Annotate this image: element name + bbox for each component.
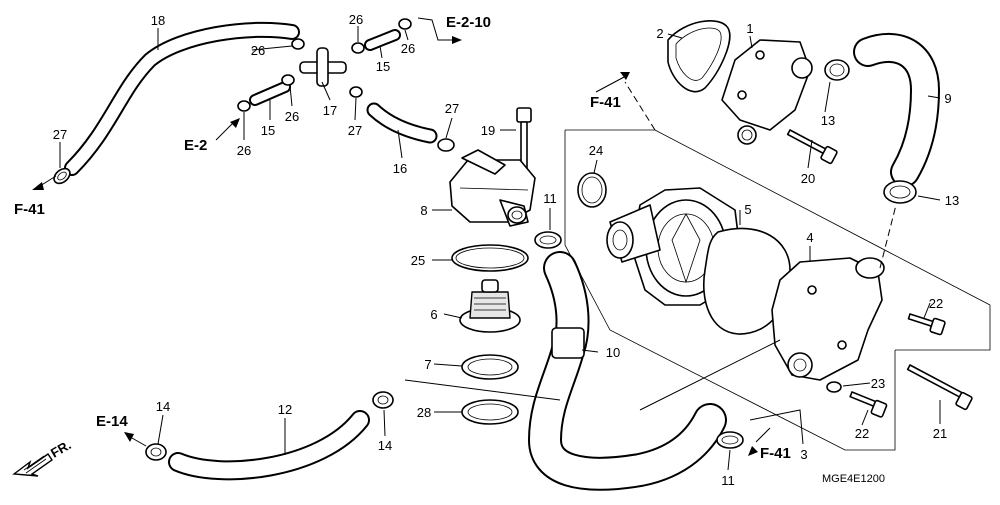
ref-f-41-top: F-41 [590, 94, 621, 111]
gasket-2 [667, 20, 731, 93]
tee-joint-17 [299, 47, 347, 87]
callout-7: 7 [424, 357, 431, 372]
callout-9: 9 [944, 91, 951, 106]
callout-3: 3 [800, 447, 807, 462]
o-ring-25 [451, 244, 529, 272]
callout-5: 5 [744, 202, 751, 217]
hose-clamp-27-left [53, 167, 71, 185]
callout-1: 1 [746, 21, 753, 36]
leader-lines [59, 26, 941, 471]
water-pump-body [606, 187, 741, 306]
callout-28: 28 [417, 405, 431, 420]
assembly-outline [564, 81, 991, 451]
hose-16 [366, 102, 438, 144]
callout-13-top: 13 [821, 113, 835, 128]
callout-12: 12 [278, 402, 292, 417]
hose-12 [168, 410, 370, 481]
callout-8: 8 [420, 203, 427, 218]
callout-20: 20 [801, 171, 815, 186]
callout-22-upper: 22 [929, 296, 943, 311]
callout-14-right: 14 [378, 438, 392, 453]
hose-15-right [364, 29, 401, 51]
ref-f-41-left: F-41 [14, 201, 45, 218]
o-ring-24 [577, 172, 607, 208]
hose-clamp-14-right [372, 391, 394, 409]
hose-9 [853, 32, 940, 187]
callout-16: 16 [393, 161, 407, 176]
callout-27-right: 27 [445, 101, 459, 116]
hose-clamps-26 [237, 18, 412, 112]
callout-15-left: 15 [261, 123, 275, 138]
callout-26-right: 26 [401, 41, 415, 56]
ref-e-14: E-14 [96, 413, 128, 430]
callout-27-mid: 27 [348, 123, 362, 138]
reference-labels: E-2-10 E-2 F-41 F-41 F-41 E-14 [14, 14, 791, 462]
bolt-22-lower [849, 391, 888, 418]
front-direction-label: FR. [48, 437, 74, 460]
hose-clamp-11-bottom [716, 431, 744, 449]
ref-f-41-bottom: F-41 [760, 445, 791, 462]
callout-25: 25 [411, 253, 425, 268]
bolt-19 [516, 107, 532, 173]
pump-cover-4 [771, 257, 885, 381]
callout-27-left: 27 [53, 127, 67, 142]
hose-15-left [249, 81, 291, 106]
bolt-22-upper [907, 313, 946, 336]
bolt-21 [906, 364, 973, 411]
callout-6: 6 [430, 307, 437, 322]
callout-21: 21 [933, 426, 947, 441]
callout-4: 4 [806, 230, 813, 245]
callout-13-bottom: 13 [945, 193, 959, 208]
hose-clamp-11-top [534, 231, 562, 249]
thermostat-6 [459, 279, 521, 333]
hose-clamp-27-middle [437, 138, 455, 152]
callout-26-mid: 26 [251, 43, 265, 58]
front-direction-indicator: FR. [12, 437, 74, 477]
callout-22-lower: 22 [855, 426, 869, 441]
callout-19: 19 [481, 123, 495, 138]
callout-14-left: 14 [156, 399, 170, 414]
thermostat-housing-8 [449, 149, 536, 227]
callout-26-lower: 26 [285, 109, 299, 124]
ref-e-2-10: E-2-10 [446, 14, 491, 31]
callout-2: 2 [656, 26, 663, 41]
reference-arrows [32, 17, 771, 456]
callout-26-left: 26 [237, 143, 251, 158]
catalog-code: MGE4E1200 [822, 473, 885, 485]
gasket-5 [703, 227, 791, 335]
bolt-20 [786, 129, 838, 165]
seal-28 [461, 399, 519, 425]
hose-10 [528, 251, 727, 491]
hose-clamp-13-top [824, 59, 850, 81]
callout-26-top: 26 [349, 12, 363, 27]
callout-24: 24 [589, 143, 603, 158]
callout-11-top: 11 [543, 191, 557, 206]
callout-11-bottom: 11 [721, 473, 735, 488]
callout-15-right: 15 [376, 59, 390, 74]
callout-23: 23 [871, 376, 885, 391]
water-outlet-1 [721, 39, 813, 145]
callout-17: 17 [323, 103, 337, 118]
seal-7 [461, 354, 519, 380]
hose-clamp-13-bottom [883, 180, 917, 204]
callout-18: 18 [151, 13, 165, 28]
ref-e-2: E-2 [184, 137, 207, 154]
washer-23 [826, 381, 842, 393]
callout-labels: 18 27 26 26 26 15 15 26 26 17 27 27 16 1… [53, 12, 959, 488]
hose-18 [64, 21, 300, 176]
hose-clamp-14-left [145, 443, 167, 461]
callout-10: 10 [606, 345, 620, 360]
